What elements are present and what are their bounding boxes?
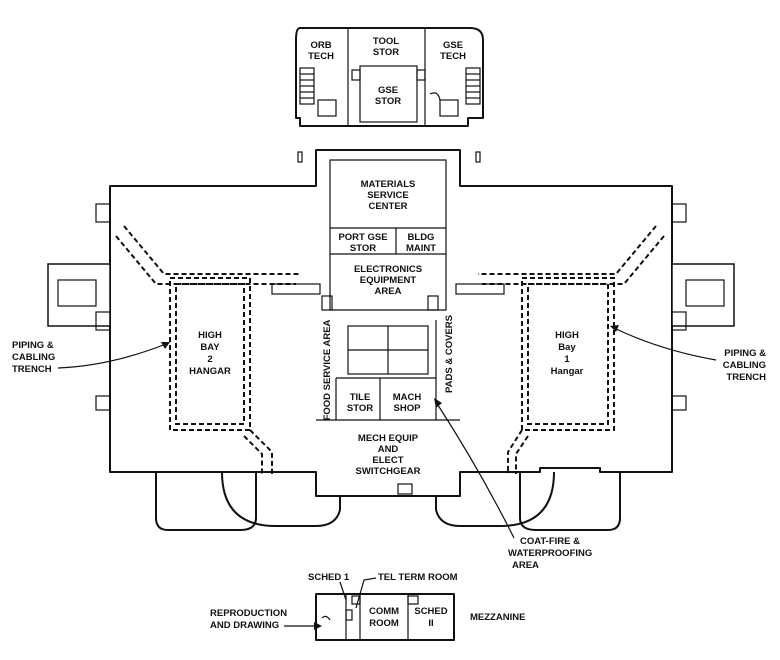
- tel-term-leader: [355, 577, 377, 609]
- coat-fire-label-3: AREA: [512, 560, 539, 571]
- port-gse-label-1: PORT GSE: [338, 232, 387, 243]
- reproduction-label-1: REPRODUCTION: [210, 608, 287, 619]
- pads-covers-label: PADS & COVERS: [444, 315, 455, 393]
- reproduction-label-2: AND DRAWING: [210, 620, 279, 631]
- materials-label-1: MATERIALS: [361, 179, 416, 190]
- bldg-maint-label-2: MAINT: [406, 243, 436, 254]
- gse-stor-label-2: STOR: [375, 96, 401, 107]
- materials-label-3: CENTER: [368, 201, 407, 212]
- high-bay-1-label-1: HIGH: [555, 330, 579, 341]
- high-bay-1-label-4: Hangar: [551, 366, 584, 377]
- bldg-maint-label-1: BLDG: [408, 232, 435, 243]
- mech-equip-label-1: MECH EQUIP: [358, 433, 419, 444]
- gse-tech-label-1: GSE: [443, 40, 463, 51]
- high-bay-1-label-3: 1: [564, 354, 570, 365]
- coat-fire-label-1: COAT-FIRE &: [520, 536, 580, 547]
- main-building: MATERIALS SERVICE CENTER PORT GSE STOR B…: [47, 149, 735, 531]
- electronics-label-2: EQUIPMENT: [360, 275, 417, 286]
- electronics-label-3: AREA: [375, 286, 402, 297]
- tile-stor-label-1: TILE: [350, 392, 371, 403]
- coat-fire-label-2: WATERPROOFING: [508, 548, 592, 559]
- tool-stor-label-2: STOR: [373, 47, 399, 58]
- comm-room-label-1: COMM: [369, 606, 399, 617]
- high-bay-2-label-3: 2: [207, 354, 212, 365]
- trench-right-label-1: PIPING &: [724, 348, 766, 359]
- top-building: ORB TECH TOOL STOR GSE TECH GSE STOR: [295, 27, 484, 127]
- food-service-label: FOOD SERVICE AREA: [322, 319, 333, 420]
- high-bay-2-label-1: HIGH: [198, 330, 222, 341]
- gse-stor-label-1: GSE: [378, 85, 398, 96]
- trench-right-leader: [613, 327, 717, 361]
- mech-equip-label-2: AND: [378, 444, 399, 455]
- comm-room-label-2: ROOM: [369, 618, 399, 629]
- sched-2-label-1: SCHED: [414, 606, 447, 617]
- tool-stor-label-1: TOOL: [373, 36, 399, 47]
- mach-shop-label-1: MACH: [393, 392, 422, 403]
- trench-left-label-1: PIPING &: [12, 340, 54, 351]
- trench-left-leader: [57, 343, 167, 369]
- mezzanine-title: MEZZANINE: [470, 612, 525, 623]
- sched-2-label-2: II: [428, 618, 433, 629]
- gse-tech-label-2: TECH: [440, 51, 466, 62]
- tile-stor-label-2: STOR: [347, 403, 373, 414]
- port-gse-label-2: STOR: [350, 243, 376, 254]
- high-bay-2-label-2: BAY: [200, 342, 220, 353]
- orb-tech-label-2: TECH: [308, 51, 334, 62]
- materials-label-2: SERVICE: [367, 190, 409, 201]
- mach-shop-label-2: SHOP: [394, 403, 422, 414]
- sched-1-label: SCHED 1: [308, 572, 350, 583]
- orb-tech-label-1: ORB: [310, 40, 331, 51]
- tel-term-label: TEL TERM ROOM: [378, 572, 458, 583]
- mech-equip-label-3: ELECT: [372, 455, 403, 466]
- trench-right-label-3: TRENCH: [726, 372, 766, 383]
- sched-1-leader: [339, 581, 347, 601]
- electronics-label-1: ELECTRONICS: [354, 264, 422, 275]
- trench-left-label-2: CABLING: [12, 352, 55, 363]
- high-bay-1-label-2: Bay: [558, 342, 576, 353]
- callouts: PIPING & CABLING TRENCH PIPING & CABLING…: [12, 325, 766, 571]
- coat-fire-leader: [435, 401, 515, 539]
- trench-right-label-2: CABLING: [723, 360, 766, 371]
- mezzanine: SCHED 1 TEL TERM ROOM REPRODUCTION AND D…: [210, 572, 525, 641]
- high-bay-2-label-4: HANGAR: [189, 366, 231, 377]
- trench-left-label-3: TRENCH: [12, 364, 52, 375]
- mech-equip-label-4: SWITCHGEAR: [356, 466, 421, 477]
